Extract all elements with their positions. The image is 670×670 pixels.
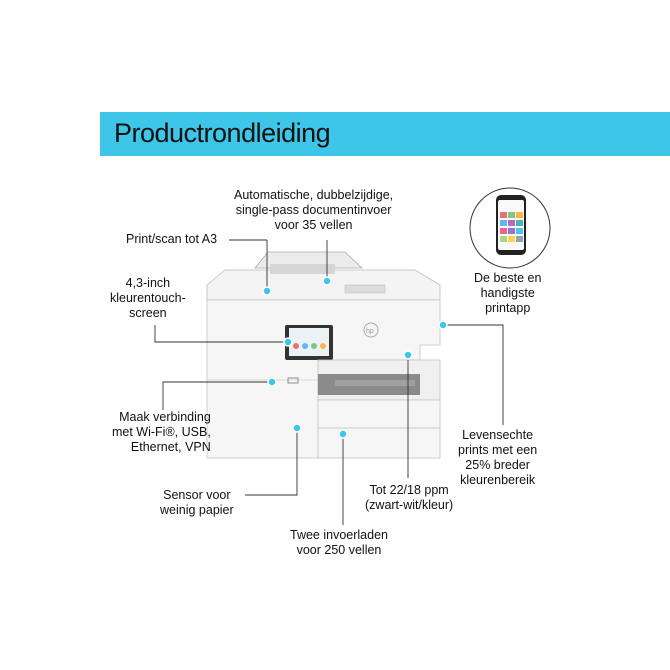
callout-sensor: Sensor voor weinig papier	[160, 488, 234, 518]
callout-app: De beste en handigste printapp	[474, 271, 541, 316]
callout-dots	[262, 276, 448, 439]
callout-a3: Print/scan tot A3	[126, 232, 217, 247]
callout-lines	[154, 239, 504, 525]
callout-line: Tot 22/18 ppm	[369, 483, 449, 497]
hp-logo-text: hp	[366, 328, 374, 335]
callout-line: Print/scan tot A3	[126, 232, 218, 246]
callout-prints: Levensechte prints met een 25% breder kl…	[458, 428, 537, 488]
callout-line: kleurenbereik	[460, 473, 536, 487]
callout-line: voor 250 vellen	[296, 543, 382, 557]
callout-line: screen	[129, 306, 167, 320]
callout-line: handigste	[480, 286, 535, 300]
callout-line: Ethernet, VPN	[130, 440, 211, 454]
printapp-phone-icon	[469, 187, 551, 269]
callout-line: met Wi-Fi®, USB,	[112, 425, 211, 439]
callout-line: single-pass documentinvoer	[235, 203, 392, 217]
callout-line: 4,3-inch	[125, 276, 171, 290]
callout-connect: Maak verbinding met Wi-Fi®, USB, Etherne…	[112, 410, 211, 455]
callout-adf: Automatische, dubbelzijdige, single-pass…	[234, 188, 393, 233]
callout-speed: Tot 22/18 ppm (zwart-wit/kleur)	[365, 483, 453, 513]
callout-line: prints met een	[458, 443, 538, 457]
title-banner: Productrondleiding	[100, 112, 670, 156]
callout-line: weinig papier	[160, 503, 234, 517]
callout-line: printapp	[485, 301, 531, 315]
page-title: Productrondleiding	[114, 118, 331, 148]
callout-line: De beste en	[474, 271, 542, 285]
callout-line: (zwart-wit/kleur)	[365, 498, 454, 512]
callout-line: voor 35 vellen	[274, 218, 353, 232]
callout-line: Twee invoerladen	[290, 528, 388, 542]
callout-trays: Twee invoerladen voor 250 vellen	[290, 528, 388, 558]
callout-line: 25% breder	[465, 458, 530, 472]
callout-line: Maak verbinding	[119, 410, 211, 424]
callout-line: kleurentouch-	[110, 291, 186, 305]
callout-line: Levensechte	[462, 428, 534, 442]
callout-line: Automatische, dubbelzijdige,	[234, 188, 394, 202]
callout-line: Sensor voor	[163, 488, 231, 502]
callout-touchscreen: 4,3-inch kleurentouch- screen	[110, 276, 186, 321]
